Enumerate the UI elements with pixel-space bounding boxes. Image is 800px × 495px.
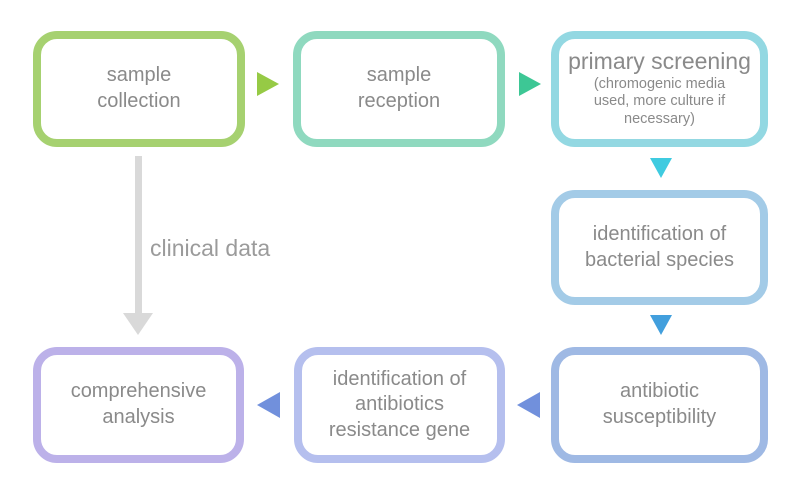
arrow-right-icon: [257, 72, 279, 96]
arrow-left-icon: [257, 392, 280, 418]
node-antibiotic-susceptibility: antibiotic susceptibility: [551, 347, 768, 463]
node-sample-collection: sample collection: [33, 31, 245, 147]
clinical-data-arrow-line: [135, 156, 142, 313]
node-comprehensive-analysis: comprehensive analysis: [33, 347, 244, 463]
node-label: identification of bacterial species: [585, 222, 734, 271]
node-label: identification of antibiotics resistance…: [328, 367, 471, 441]
node-identification-bacterial-species: identification of bacterial species: [551, 190, 768, 305]
node-label: primary screening: [568, 48, 751, 75]
node-sublabel: (chromogenic media used, more culture if…: [593, 75, 726, 127]
node-sample-reception: sample reception: [293, 31, 505, 147]
node-label: antibiotic susceptibility: [602, 380, 717, 428]
arrow-right-icon: [519, 72, 541, 96]
clinical-data-label: clinical data: [150, 235, 271, 261]
arrow-down-icon: [650, 315, 672, 335]
arrow-down-icon: [650, 158, 672, 178]
node-identification-resistance-gene: identification of antibiotics resistance…: [294, 347, 505, 463]
node-label: comprehensive analysis: [70, 380, 207, 428]
node-label: sample collection: [97, 64, 181, 112]
arrow-left-icon: [517, 392, 540, 418]
node-primary-screening: primary screening (chromogenic media use…: [551, 31, 768, 147]
clinical-data-arrow-head-icon: [123, 313, 153, 335]
node-label: sample reception: [357, 64, 441, 112]
